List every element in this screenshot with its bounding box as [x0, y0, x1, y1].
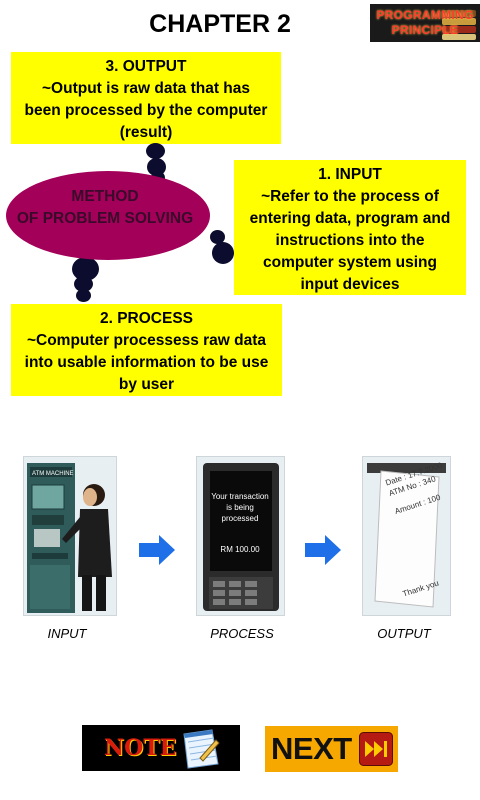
notepad-icon	[183, 729, 220, 769]
process-text-line1: ~Computer processess raw data	[26, 332, 267, 349]
output-text-line3: (result)	[119, 124, 173, 141]
process-text-line3: by user	[118, 376, 175, 393]
atm-screen-text: Your transaction is being processed RM 1…	[209, 491, 271, 555]
output-box: 3. OUTPUT ~Output is raw data that has b…	[11, 52, 281, 144]
caption-process: PROCESS	[210, 626, 274, 641]
method-label-line2: OF PROBLEM SOLVING	[16, 210, 194, 227]
connector-dot	[146, 143, 165, 159]
arrow-right-icon	[139, 535, 175, 565]
chapter-title: CHAPTER 2	[149, 10, 291, 38]
screen-line2: is being	[226, 503, 254, 512]
method-label: METHOD OF PROBLEM SOLVING	[0, 186, 210, 230]
connector-dot	[76, 289, 91, 302]
process-text-line2: into usable information to be use	[24, 354, 269, 371]
caption-input: INPUT	[47, 626, 87, 641]
atm-screen-process-image	[196, 456, 285, 616]
output-heading: 3. OUTPUT	[105, 58, 187, 75]
connector-dot	[210, 230, 225, 244]
screen-line3: processed	[221, 514, 259, 523]
logo-text-line2: PRINCIPLE	[391, 23, 459, 37]
next-button[interactable]: NEXT	[265, 726, 398, 772]
method-label-line1: METHOD	[71, 188, 139, 205]
logo-text-line1: PROGRAMMING	[376, 8, 474, 22]
input-text-line5: input devices	[300, 276, 400, 293]
screen-amount: RM 100.00	[220, 545, 260, 554]
input-heading: 1. INPUT	[318, 166, 382, 183]
input-text-line4: computer system using	[263, 254, 437, 271]
atm-machine-label: ATM MACHINE	[32, 471, 74, 477]
method-oval	[6, 171, 210, 260]
arrow-right-icon	[305, 535, 341, 565]
connector-dot	[74, 276, 93, 292]
caption-output: OUTPUT	[377, 626, 431, 641]
note-button-label: NOTE	[104, 735, 177, 761]
process-heading: 2. PROCESS	[99, 310, 194, 327]
input-text-line2: entering data, program and	[249, 210, 451, 227]
atm-input-image: ATM MACHINE	[23, 456, 117, 616]
books-icon	[442, 10, 476, 40]
output-text-line2: been processed by the computer	[24, 102, 268, 119]
programming-principle-logo: PROGRAMMING PRINCIPLE	[370, 4, 480, 42]
input-text-line3: instructions into the	[275, 232, 425, 249]
process-box: 2. PROCESS ~Computer processess raw data…	[11, 304, 282, 396]
input-text-line1: ~Refer to the process of	[261, 188, 439, 205]
next-button-label: NEXT	[271, 731, 352, 766]
note-button[interactable]: NOTE	[82, 725, 240, 771]
receipt-output-image	[362, 456, 451, 616]
connector-dot	[212, 242, 234, 264]
output-text-line1: ~Output is raw data that has	[42, 80, 250, 97]
atm-user-illustration: ATM MACHINE	[24, 457, 116, 615]
input-box: 1. INPUT ~Refer to the process of enteri…	[234, 160, 466, 295]
screen-line1: Your transaction	[211, 492, 269, 501]
fast-forward-end-icon	[359, 732, 393, 766]
